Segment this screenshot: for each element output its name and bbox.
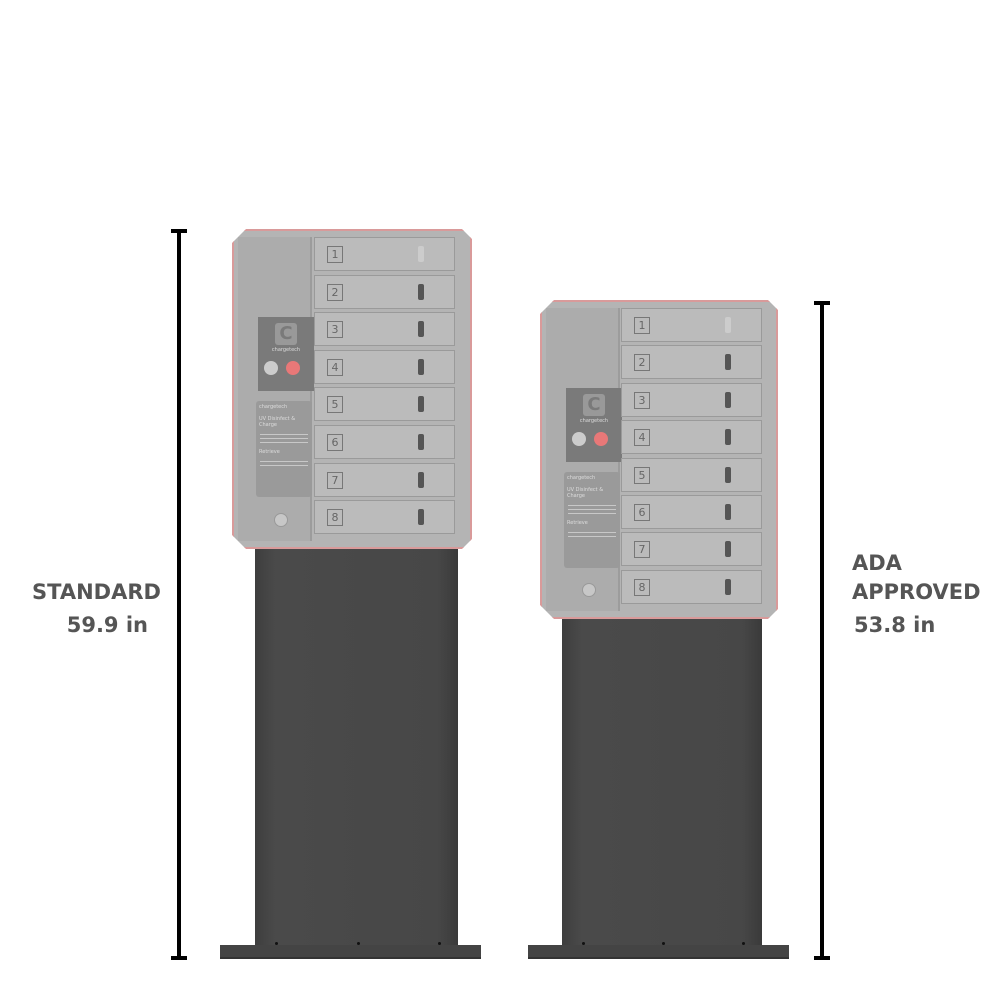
locker-number: 4 — [327, 358, 343, 376]
locker-door[interactable]: 5 — [314, 387, 455, 422]
locker-door[interactable]: 1 — [621, 308, 762, 342]
card-brand: chargetech — [567, 475, 596, 481]
card-section: Retrieve — [259, 449, 280, 455]
locker-door[interactable]: 3 — [621, 382, 762, 417]
handle-icon — [418, 283, 424, 300]
locker-door[interactable]: 1 — [314, 237, 455, 271]
locker-number: 8 — [634, 578, 650, 596]
screw — [662, 942, 665, 945]
pedestal — [255, 545, 458, 945]
handle-icon — [418, 471, 424, 488]
handle-icon — [725, 391, 731, 408]
lock-knob[interactable] — [582, 583, 596, 597]
brand-logo-panel: C chargetech — [566, 388, 622, 462]
ada-label-line2: APPROVED — [852, 580, 981, 604]
locker-number: 5 — [327, 396, 343, 414]
locker-number: 4 — [634, 429, 650, 447]
locker-number: 1 — [634, 317, 650, 334]
screw — [582, 942, 585, 945]
screw — [438, 942, 441, 945]
handle-icon — [418, 434, 424, 450]
screw — [275, 942, 278, 945]
handle-icon — [418, 358, 424, 375]
locker-number: 6 — [327, 434, 343, 451]
locker-number: 3 — [327, 321, 343, 339]
locker-door[interactable]: 6 — [314, 425, 455, 459]
card-brand: chargetech — [259, 404, 288, 410]
handle-icon — [418, 321, 424, 338]
base-plate — [220, 945, 481, 959]
locker-door[interactable]: 6 — [621, 495, 762, 529]
handle-icon — [418, 509, 424, 526]
locker-door[interactable]: 8 — [314, 500, 455, 535]
locker-door[interactable]: 3 — [314, 312, 455, 347]
control-panel: C chargetech chargetech UV Disinfect & C… — [238, 237, 312, 541]
brand-logo-panel: C chargetech — [258, 317, 314, 391]
ada-label-line1: ADA — [852, 551, 902, 575]
ada-height: 53.8 in — [854, 613, 936, 637]
locker-number: 3 — [634, 391, 650, 409]
locker-door[interactable]: 4 — [314, 349, 455, 384]
brand-logo-icon: C — [275, 323, 297, 345]
card-title: UV Disinfect & Charge — [567, 487, 604, 499]
retrieve-button[interactable] — [286, 361, 300, 375]
locker-door[interactable]: 5 — [621, 457, 762, 492]
handle-icon — [418, 246, 424, 262]
ada-height-dimension-bar — [814, 301, 830, 960]
locker-number: 1 — [327, 246, 343, 263]
locker-door[interactable]: 4 — [621, 420, 762, 455]
locker-door[interactable]: 7 — [621, 532, 762, 567]
handle-icon — [725, 354, 731, 371]
locker-number: 7 — [634, 541, 650, 559]
lock-knob[interactable] — [274, 513, 288, 527]
handle-icon — [725, 578, 731, 595]
locker-number: 8 — [327, 509, 343, 527]
disinfect-button[interactable] — [264, 361, 278, 375]
handle-icon — [725, 429, 731, 446]
locker-door[interactable]: 2 — [314, 274, 455, 309]
instruction-card: chargetech UV Disinfect & Charge Retriev… — [256, 401, 312, 497]
brand-name: chargetech — [579, 418, 609, 424]
handle-icon — [725, 317, 731, 333]
screw — [356, 942, 360, 945]
brand-name: chargetech — [271, 347, 301, 353]
card-title: UV Disinfect & Charge — [259, 416, 296, 428]
locker-number: 2 — [327, 283, 343, 301]
standard-height-dimension-bar — [171, 229, 187, 960]
screw — [742, 942, 745, 945]
locker-number: 2 — [634, 354, 650, 372]
handle-icon — [725, 504, 731, 520]
base-plate — [528, 945, 789, 959]
standard-label: STANDARD — [32, 580, 161, 604]
control-panel: C chargetech chargetech UV Disinfect & C… — [546, 308, 620, 611]
handle-icon — [725, 466, 731, 483]
locker-door[interactable]: 2 — [621, 345, 762, 380]
brand-logo-icon: C — [583, 394, 605, 416]
card-section: Retrieve — [567, 520, 588, 526]
handle-icon — [725, 541, 731, 558]
locker-number: 5 — [634, 466, 650, 484]
standard-height: 59.9 in — [66, 613, 148, 637]
instruction-card: chargetech UV Disinfect & Charge Retriev… — [564, 472, 620, 568]
locker-number: 6 — [634, 504, 650, 521]
disinfect-button[interactable] — [572, 432, 586, 446]
pedestal — [562, 615, 762, 945]
handle-icon — [418, 396, 424, 413]
locker-door[interactable]: 8 — [621, 569, 762, 604]
locker-number: 7 — [327, 471, 343, 489]
locker-door[interactable]: 7 — [314, 462, 455, 497]
retrieve-button[interactable] — [594, 432, 608, 446]
